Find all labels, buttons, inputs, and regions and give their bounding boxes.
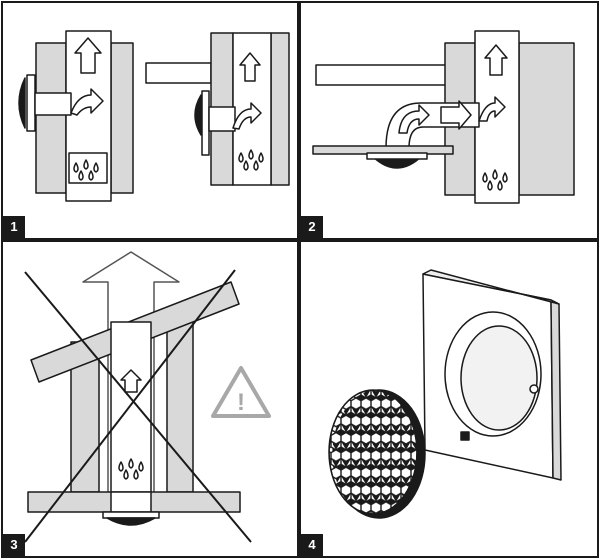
water-drops-icon [68, 152, 108, 184]
water-drops-icon [118, 458, 144, 480]
wall-far-right [270, 32, 290, 186]
honeycomb-grille-icon [328, 389, 426, 519]
fan-opening [460, 325, 538, 431]
fan-grille [18, 77, 26, 129]
panel-1-drawing [18, 30, 290, 202]
fan-grille [106, 517, 156, 526]
curved-arrow-icon-2 [232, 102, 262, 130]
panel-number-2: 2 [301, 216, 323, 238]
indicator-led [529, 384, 539, 394]
fan-plate [102, 511, 160, 519]
panel-2: 2 [299, 1, 599, 240]
curved-arrow-icon [70, 88, 104, 116]
upper-slab [315, 64, 462, 86]
water-drops-icon [482, 169, 508, 191]
panel-number-1: 1 [3, 216, 25, 238]
warning-symbol: ! [237, 389, 245, 416]
panel-2-drawing [312, 30, 575, 204]
switch-marker [460, 431, 470, 441]
up-arrow-icon-2 [239, 52, 261, 82]
wall-right [110, 42, 134, 194]
slab-opening [110, 491, 152, 513]
panel-3-drawing: ! [24, 251, 271, 543]
right-arrow-icon [440, 100, 472, 130]
curved-arrow-icon-2 [478, 96, 506, 122]
panel-number-3: 3 [3, 534, 25, 556]
panel-3: ! 3 [1, 240, 299, 558]
fan-plate [26, 74, 36, 132]
fan-grille-2 [194, 94, 202, 136]
panel-number-4: 4 [301, 534, 323, 556]
wall-left [35, 42, 67, 194]
up-arrow-icon [484, 44, 508, 76]
curved-arrow-icon [398, 104, 430, 134]
up-arrow-icon [120, 369, 142, 393]
cross-mark-icon [24, 269, 252, 543]
fan-spigot-2 [208, 106, 236, 132]
water-drops-icon-2 [238, 149, 264, 171]
fan-spigot [34, 92, 72, 116]
fan-plate [366, 152, 428, 160]
panel-1: 1 [1, 1, 299, 240]
panel-4-drawing [328, 269, 562, 519]
up-arrow-icon [74, 37, 102, 74]
panel-4: 4 [299, 240, 599, 558]
fan-plate-edge [550, 299, 562, 481]
fan-plate-2 [201, 90, 210, 156]
fan-plate-top [422, 269, 560, 305]
ceiling-slab [145, 62, 212, 84]
warning-triangle-icon: ! [211, 366, 271, 418]
wall-right [518, 42, 575, 196]
